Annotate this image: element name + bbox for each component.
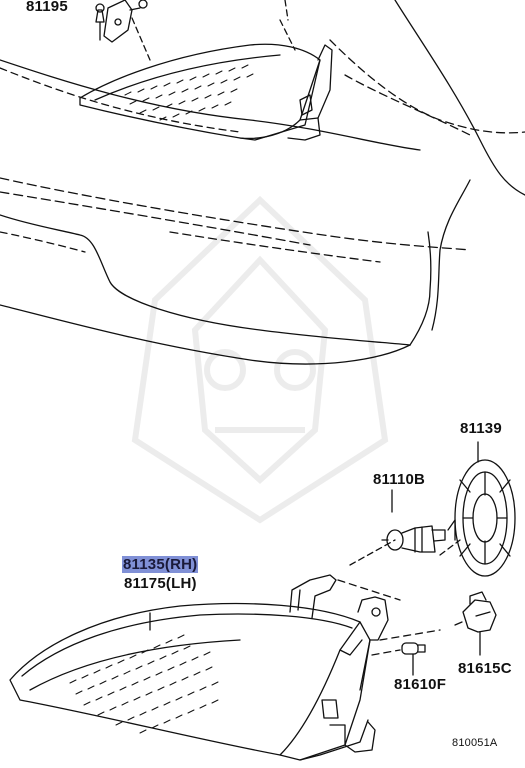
assembly-dashed-lines bbox=[337, 579, 441, 656]
headlight-top-assembly bbox=[79, 43, 333, 141]
diagram-id-label: 810051A bbox=[452, 737, 498, 749]
watermark-emblem bbox=[131, 195, 389, 524]
screw-81195 bbox=[95, 0, 151, 61]
bulb-81610f bbox=[401, 642, 426, 676]
socket-81615c bbox=[454, 591, 497, 656]
headlight-assembly-81135 bbox=[9, 574, 389, 761]
part-label-81195: 81195 bbox=[26, 0, 68, 15]
part-label-81139: 81139 bbox=[460, 420, 502, 437]
part-label-81615c: 81615C bbox=[458, 660, 512, 677]
retaining-ring-81139 bbox=[439, 441, 516, 577]
part-label-81135-rh[interactable]: 81135(RH) bbox=[122, 556, 199, 573]
vehicle-body-outline bbox=[0, 0, 525, 365]
bulb-81110b bbox=[349, 489, 446, 566]
part-label-81175-lh: 81175(LH) bbox=[124, 575, 197, 592]
part-label-81610f: 81610F bbox=[394, 676, 447, 693]
part-label-81110b: 81110B bbox=[373, 471, 426, 488]
